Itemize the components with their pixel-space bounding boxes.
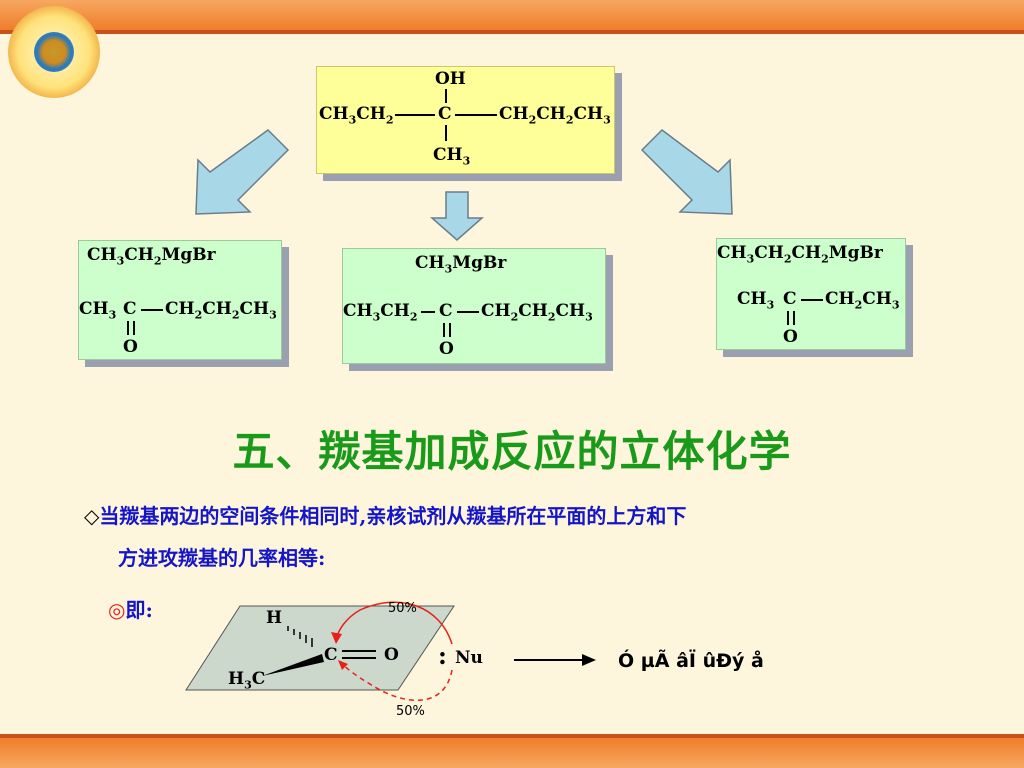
left-ketone-right: CH2CH2CH3 (165, 299, 277, 322)
product-text: Ó µÃ­ âÏ ûÐý­ å (618, 650, 764, 672)
diagram-h: H (266, 608, 283, 628)
right-ketone-left: CH3 (737, 289, 775, 312)
top-arrowhead (331, 632, 342, 644)
bottom-decor-line (0, 734, 1024, 738)
left-reagent: CH3CH2MgBr (87, 245, 216, 268)
carbonyl-plane (185, 605, 455, 691)
section-title: 五、羰基加成反应的立体化学 (232, 427, 792, 476)
arrow-left-icon (195, 129, 290, 215)
diamond-bullet-icon: ◇ (84, 504, 100, 528)
right-reagent-box: CH3CH2CH2MgBr CH3 C CH2CH3 O (716, 238, 906, 350)
top-right-group: CH2CH2CH3 (499, 104, 611, 127)
right-ketone-right: CH2CH3 (825, 289, 900, 312)
paragraph-line-1: ◇当羰基两边的空间条件相同时,亲核试剂从羰基所在平面的上方和下 (84, 504, 687, 528)
left-ketone-carbon: C (123, 299, 137, 319)
middle-reagent-box: CH3MgBr CH3CH2 C CH2CH2CH3 O (342, 248, 606, 364)
top-decor-band (0, 0, 1024, 30)
top-center-carbon: C (438, 104, 452, 124)
wedge-bond (262, 654, 324, 676)
percent-bottom: 50% (396, 704, 425, 719)
school-logo-icon (8, 6, 100, 98)
right-reagent: CH3CH2CH2MgBr (717, 243, 883, 266)
subpoint: ◎即: (108, 598, 153, 622)
top-bottom-group: CH3 (433, 145, 471, 168)
top-attack-arrow (335, 601, 453, 645)
middle-reagent: CH3MgBr (415, 253, 507, 276)
diagram-methyl: H3C (228, 669, 266, 692)
top-oh: OH (435, 69, 466, 89)
reaction-arrowhead (582, 654, 596, 666)
nucleophile-colon: : (438, 641, 447, 670)
middle-ketone-carbon: C (439, 301, 453, 321)
left-ketone-oxygen: O (123, 337, 138, 357)
double-circle-bullet-icon: ◎ (108, 598, 126, 622)
percent-top: 50% (388, 601, 417, 616)
top-decor-line (0, 30, 1024, 34)
top-left-group: CH3CH2 (319, 104, 394, 127)
right-ketone-oxygen: O (783, 327, 798, 347)
left-reagent-box: CH3CH2MgBr CH3 C CH2CH2CH3 O (78, 240, 282, 360)
right-ketone-carbon: C (783, 289, 797, 309)
arrow-right-icon (640, 129, 733, 215)
left-ketone-left: CH3 (79, 299, 117, 322)
middle-ketone-right: CH2CH2CH3 (481, 301, 593, 324)
middle-ketone-oxygen: O (439, 339, 454, 359)
bottom-decor-band (0, 738, 1024, 768)
bottom-attack-arrow (339, 661, 453, 701)
arrow-down-icon (430, 191, 484, 241)
bottom-arrowhead (338, 660, 348, 670)
paragraph-line-2: 方进攻羰基的几率相等: (118, 546, 326, 570)
hashed-bond (287, 626, 313, 647)
middle-ketone-left: CH3CH2 (343, 301, 418, 324)
diagram-carbon: C (324, 645, 338, 665)
top-molecule-box: OH CH3CH2 C CH2CH2CH3 CH3 (316, 66, 615, 174)
diagram-oxygen: O (384, 645, 399, 665)
nucleophile-label: Nu (455, 648, 483, 668)
